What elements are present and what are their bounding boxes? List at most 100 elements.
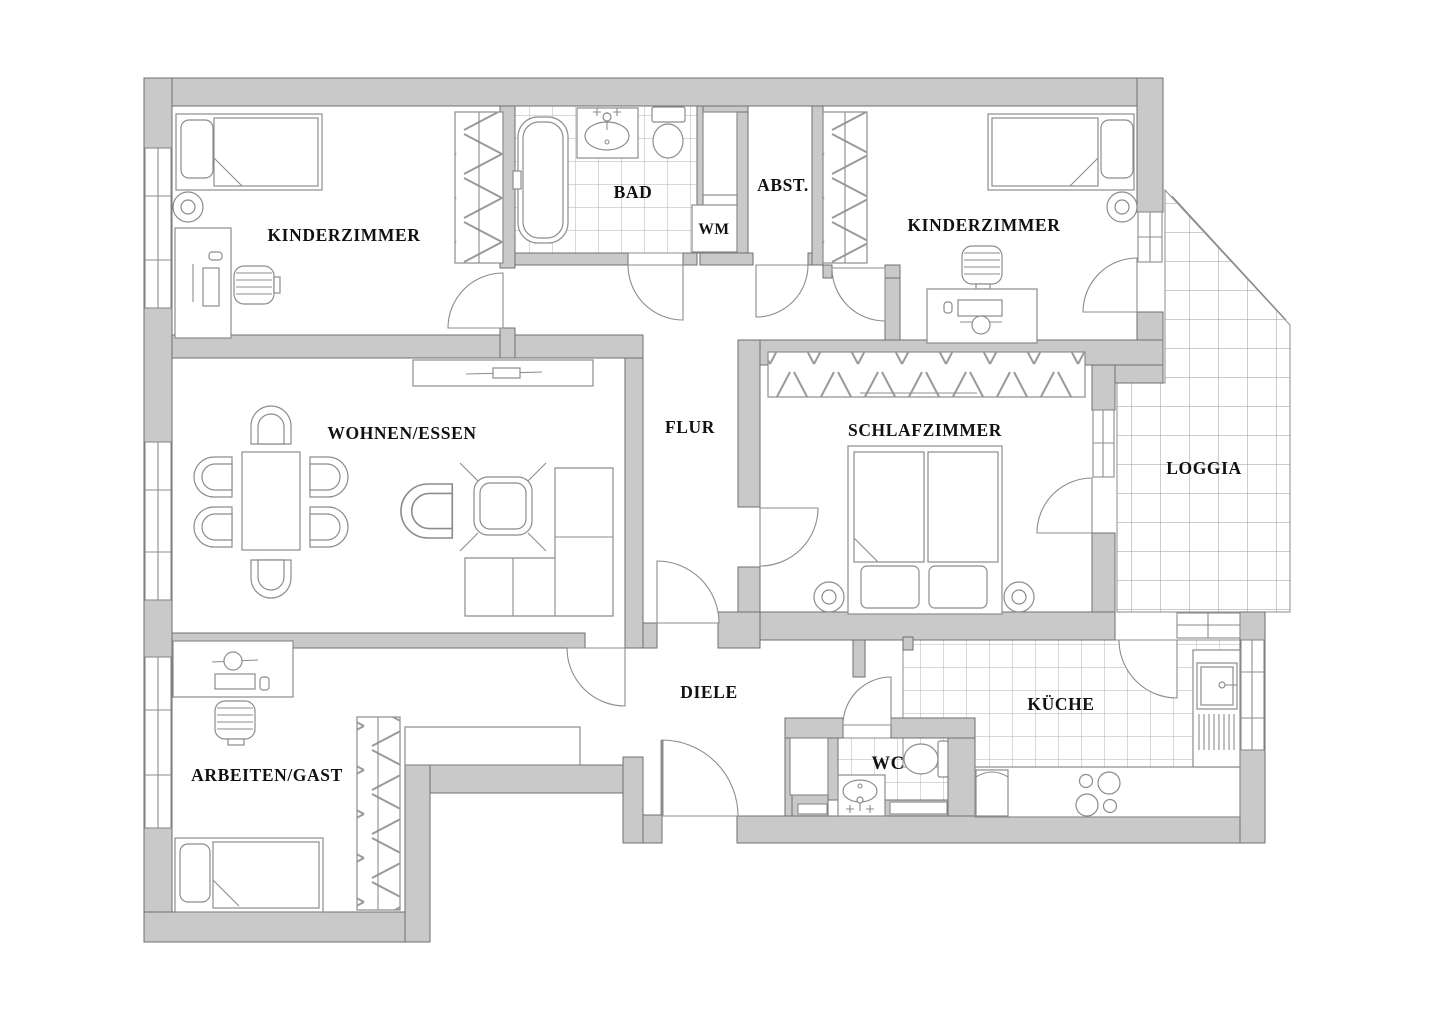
door-kinderzimmer-left bbox=[447, 272, 504, 329]
window-loggia-south bbox=[1176, 612, 1241, 639]
room-label-wohnen-essen: WOHNEN/ESSEN bbox=[327, 423, 476, 443]
armchair bbox=[400, 483, 454, 539]
bed-kz2-fold bbox=[1069, 157, 1099, 187]
wall-bad-bottom-left bbox=[514, 252, 629, 266]
dining-table bbox=[241, 451, 301, 551]
bed-arbeiten-fold bbox=[212, 879, 240, 907]
wall-wc-east bbox=[947, 737, 976, 817]
bed-kz1-fold bbox=[213, 157, 243, 187]
door-abst bbox=[755, 264, 809, 318]
bed-kz1-mattress bbox=[213, 117, 319, 187]
double-bed-mattress-right bbox=[927, 451, 999, 563]
monitor-kz1 bbox=[202, 267, 220, 307]
toilet-wc bbox=[903, 743, 939, 775]
wardrobe-schlafzimmer bbox=[767, 351, 1086, 398]
double-bed-pillow-left bbox=[860, 565, 920, 609]
schlafzimmer-furniture bbox=[767, 351, 1086, 615]
bad-furniture bbox=[512, 106, 738, 253]
kinderzimmer-left-furniture bbox=[172, 111, 504, 339]
dining-chair bbox=[250, 559, 292, 599]
sofa bbox=[464, 467, 614, 617]
windows bbox=[144, 147, 1265, 829]
room-label-bad: BAD bbox=[614, 182, 653, 202]
wall-abst-bottom-left bbox=[699, 252, 754, 266]
wall-arbeiten-east bbox=[404, 764, 431, 943]
double-bed-fold bbox=[853, 537, 879, 563]
toilet-wc-tank bbox=[937, 740, 949, 778]
wall-bottom-right bbox=[736, 815, 1266, 844]
wall-kz2-bottom-left bbox=[822, 264, 833, 279]
bed-kz2-mattress bbox=[991, 117, 1099, 187]
door-kueche-loggia bbox=[1118, 639, 1178, 699]
room-label-schlafzimmer: SCHLAFZIMMER bbox=[848, 420, 1002, 440]
wardrobe-kz1 bbox=[454, 111, 504, 264]
wall-abst-west bbox=[736, 111, 749, 254]
room-label-arbeiten-gast: ARBEITEN/GAST bbox=[191, 765, 343, 785]
wall-abst-east bbox=[811, 105, 824, 266]
door-wc bbox=[842, 676, 892, 726]
wohnen-furniture bbox=[193, 359, 614, 617]
wall-kz2-bottom-right bbox=[884, 264, 901, 279]
office-chair-arbeiten bbox=[214, 700, 256, 746]
dining-chair bbox=[193, 506, 233, 548]
wall-wohnen-top bbox=[171, 334, 644, 359]
kitchen-drainboard bbox=[1198, 714, 1235, 750]
mouse-arbeiten bbox=[259, 676, 270, 691]
double-bed-mattress-left bbox=[853, 451, 925, 563]
bed-kz2-pillow bbox=[1100, 119, 1134, 179]
bathtub-inner bbox=[522, 121, 564, 239]
wall-flur-sw-block bbox=[642, 622, 658, 649]
monitor-kz2 bbox=[957, 299, 1003, 317]
washing-machine bbox=[691, 204, 738, 253]
bed-arbeiten-mattress bbox=[212, 841, 320, 909]
door-flur bbox=[656, 560, 720, 624]
bed-kz1-pillow bbox=[180, 119, 214, 179]
wall-entry-step1 bbox=[622, 756, 644, 844]
doors bbox=[447, 257, 1178, 817]
dining-chair bbox=[193, 456, 233, 498]
wall-kz2-east-upper bbox=[1136, 77, 1164, 213]
double-bed-pillow-right bbox=[928, 565, 988, 609]
wall-entry-step2 bbox=[642, 814, 663, 844]
bathtub-faucet bbox=[512, 170, 522, 190]
sink-bad bbox=[576, 107, 639, 159]
kueche-furniture bbox=[974, 649, 1241, 818]
wall-kz1-door-stub bbox=[499, 327, 516, 359]
office-chair-kz1 bbox=[233, 265, 281, 305]
window-kinderzimmer-left bbox=[144, 147, 172, 309]
wall-bad-bottom-right bbox=[682, 252, 698, 266]
office-chair-kz2 bbox=[961, 245, 1003, 290]
wall-diele-south bbox=[429, 764, 628, 794]
dining-chair bbox=[250, 405, 292, 445]
wall-corridor-east bbox=[884, 277, 901, 341]
wall-kueche-stub bbox=[902, 636, 914, 651]
wall-bottom-left bbox=[143, 911, 431, 943]
door-kz2-loggia bbox=[1082, 257, 1138, 313]
monitor-arbeiten bbox=[214, 673, 256, 690]
door-bad bbox=[627, 264, 684, 321]
room-label-loggia: LOGGIA bbox=[1166, 458, 1242, 478]
window-kinderzimmer-right-loggia bbox=[1137, 211, 1163, 263]
wall-schlaf-west-lower bbox=[737, 566, 761, 613]
room-label-kinderzimmer-right: KINDERZIMMER bbox=[907, 215, 1060, 235]
room-label-flur: FLUR bbox=[665, 417, 715, 437]
door-schlafzimmer bbox=[759, 507, 819, 567]
bed-arbeiten-pillow bbox=[179, 843, 211, 903]
door-wohnen bbox=[566, 647, 626, 707]
kitchen-sink bbox=[1196, 662, 1238, 710]
arbeiten-furniture bbox=[172, 640, 401, 913]
wall-wc-top-left bbox=[784, 717, 844, 739]
door-kinderzimmer-right bbox=[831, 267, 886, 322]
wall-schlaf-kueche bbox=[746, 611, 1116, 641]
wall-flur-se-block bbox=[717, 611, 761, 649]
desk-kz2-knob bbox=[971, 315, 991, 335]
shaft-niche bbox=[702, 111, 738, 196]
dining-chair bbox=[309, 456, 349, 498]
room-labels: KINDERZIMMER BAD WM ABST. KINDERZIMMER W… bbox=[191, 175, 1242, 785]
loggia-tile-floor bbox=[1116, 188, 1291, 613]
nightstand-left-lamp bbox=[821, 589, 837, 605]
coffee-table bbox=[459, 462, 547, 552]
stool-kz1-inner bbox=[180, 199, 196, 215]
mouse-kz1 bbox=[208, 251, 223, 261]
wc-furniture bbox=[789, 737, 949, 817]
